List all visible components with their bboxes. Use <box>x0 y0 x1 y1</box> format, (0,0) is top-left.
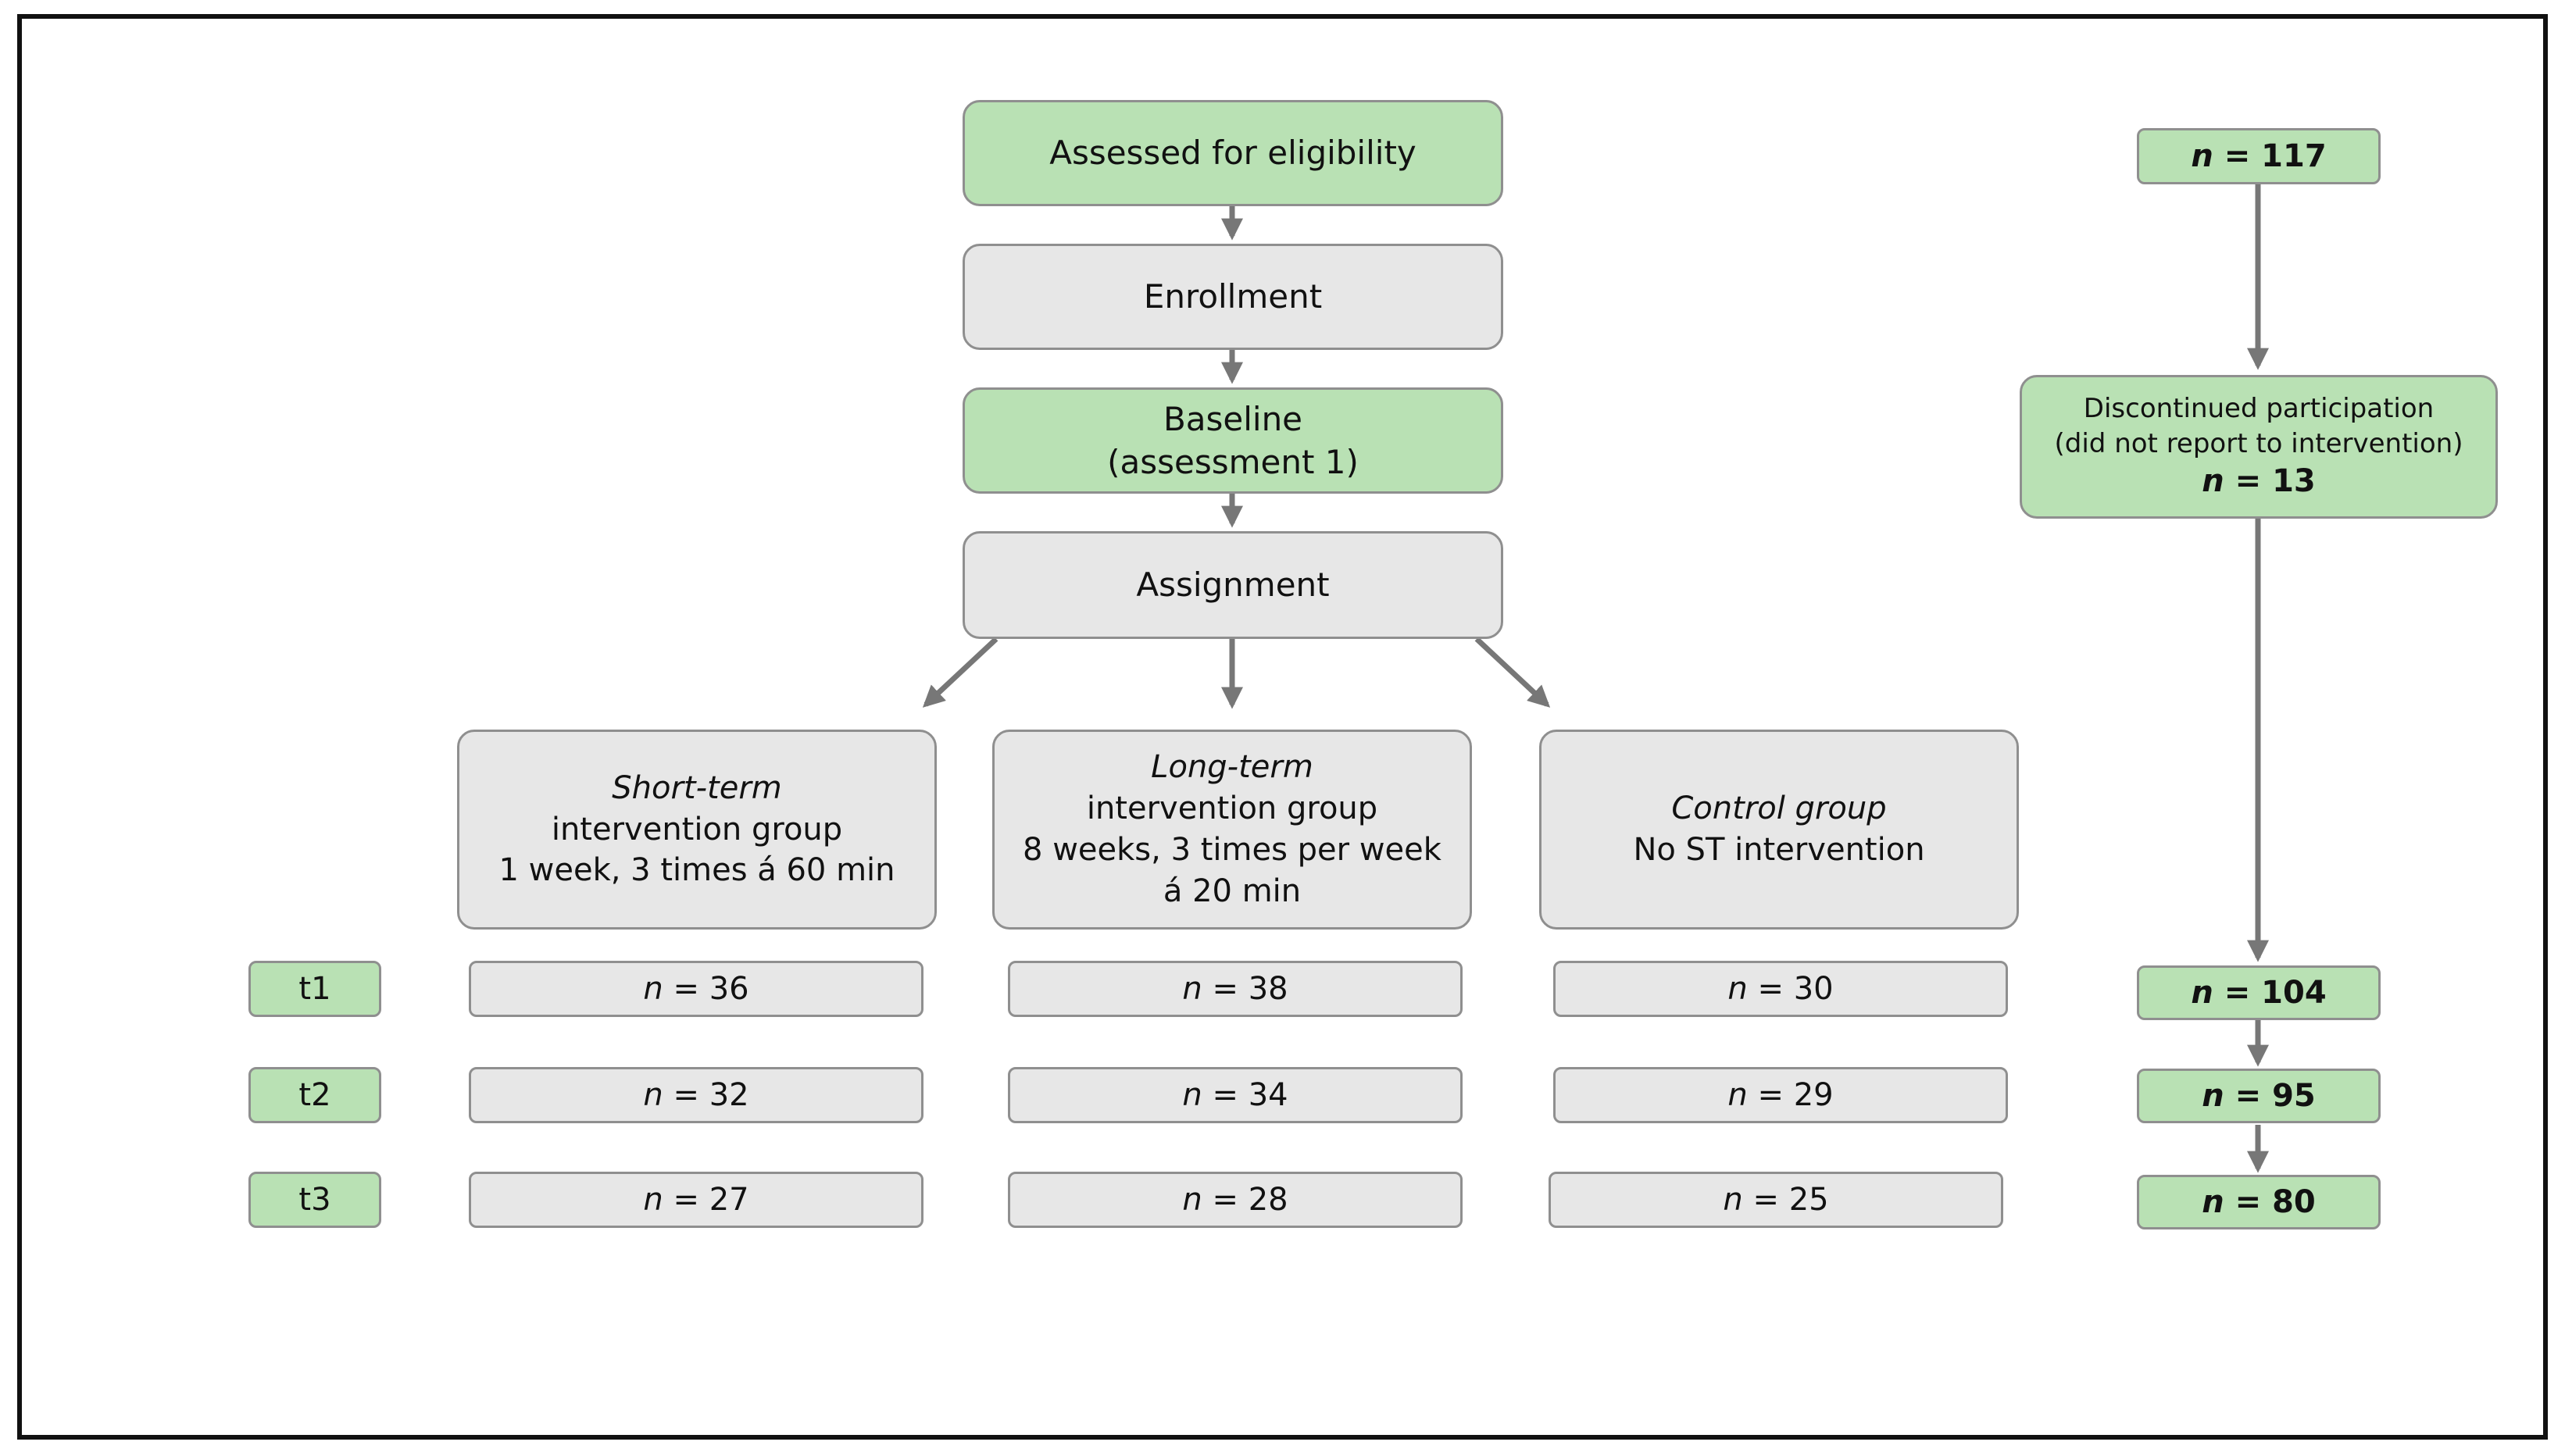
long-term-t2-value: 34 <box>1248 1076 1288 1113</box>
total-t1-count: n = 104 <box>2137 965 2381 1020</box>
short-term-title: Short-term <box>612 769 782 806</box>
arrow-assignment-control <box>1474 637 1551 708</box>
timepoint-t3-label: t3 <box>298 1181 331 1218</box>
control-t3-count: n = 25 <box>1549 1172 2003 1228</box>
control-line2: No ST intervention <box>1633 832 1925 868</box>
short-term-t2-value: 32 <box>709 1076 749 1113</box>
assessed-eligibility-label: Assessed for eligibility <box>1049 134 1416 173</box>
enrollment-label: Enrollment <box>1143 277 1323 316</box>
long-term-title: Long-term <box>1151 749 1313 786</box>
short-term-t3-value: 27 <box>709 1181 749 1218</box>
assignment-label: Assignment <box>1136 566 1330 605</box>
discontinued-box: Discontinued participation (did not repo… <box>2020 375 2498 519</box>
short-term-t2-count: n = 32 <box>469 1067 923 1123</box>
short-term-line3: 1 week, 3 times á 60 min <box>498 852 895 889</box>
total-assessed-count: n = 117 <box>2137 128 2381 184</box>
total-t3-count: n = 80 <box>2137 1175 2381 1229</box>
long-term-line4: á 20 min <box>1163 873 1302 909</box>
baseline-sublabel: (assessment 1) <box>1107 443 1359 481</box>
control-t1-count: n = 30 <box>1553 961 2008 1017</box>
long-term-t2-count: n = 34 <box>1008 1067 1463 1123</box>
discontinued-label: Discontinued participation <box>2083 392 2435 424</box>
short-term-t1-value: 36 <box>709 970 749 1007</box>
total-t1-value: 104 <box>2261 974 2327 1011</box>
timepoint-t2: t2 <box>248 1067 381 1123</box>
long-term-t3-count: n = 28 <box>1008 1172 1463 1228</box>
assignment-box: Assignment <box>963 531 1503 639</box>
discontinued-value: 13 <box>2272 463 2316 500</box>
discontinued-reason: (did not report to intervention) <box>2054 427 2463 459</box>
short-term-t1-count: n = 36 <box>469 961 923 1017</box>
arrow-assignment-shortterm <box>922 637 998 708</box>
control-group-box: Control group No ST intervention <box>1539 730 2019 930</box>
baseline-label: Baseline <box>1163 399 1303 438</box>
long-term-t3-value: 28 <box>1248 1181 1288 1218</box>
baseline-box: Baseline (assessment 1) <box>963 387 1503 494</box>
short-term-t3-count: n = 27 <box>469 1172 923 1228</box>
long-term-t1-value: 38 <box>1248 970 1288 1007</box>
control-title: Control group <box>1671 790 1887 827</box>
short-term-line2: intervention group <box>551 811 843 848</box>
timepoint-t1-label: t1 <box>298 970 331 1007</box>
timepoint-t2-label: t2 <box>298 1076 331 1113</box>
long-term-line2: intervention group <box>1086 790 1378 827</box>
timepoint-t3: t3 <box>248 1172 381 1228</box>
control-t1-value: 30 <box>1793 970 1834 1007</box>
control-t3-value: 25 <box>1788 1181 1829 1218</box>
enrollment-box: Enrollment <box>963 244 1503 350</box>
long-term-t1-count: n = 38 <box>1008 961 1463 1017</box>
total-t3-value: 80 <box>2272 1183 2316 1220</box>
total-t2-count: n = 95 <box>2137 1069 2381 1123</box>
control-t2-value: 29 <box>1793 1076 1834 1113</box>
assessed-eligibility-box: Assessed for eligibility <box>963 100 1503 206</box>
total-t2-value: 95 <box>2272 1077 2316 1114</box>
timepoint-t1: t1 <box>248 961 381 1017</box>
control-t2-count: n = 29 <box>1553 1067 2008 1123</box>
long-term-line3: 8 weeks, 3 times per week <box>1023 832 1441 868</box>
short-term-group-box: Short-term intervention group 1 week, 3 … <box>457 730 937 930</box>
long-term-group-box: Long-term intervention group 8 weeks, 3 … <box>992 730 1472 930</box>
total-assessed-value: 117 <box>2261 137 2327 174</box>
